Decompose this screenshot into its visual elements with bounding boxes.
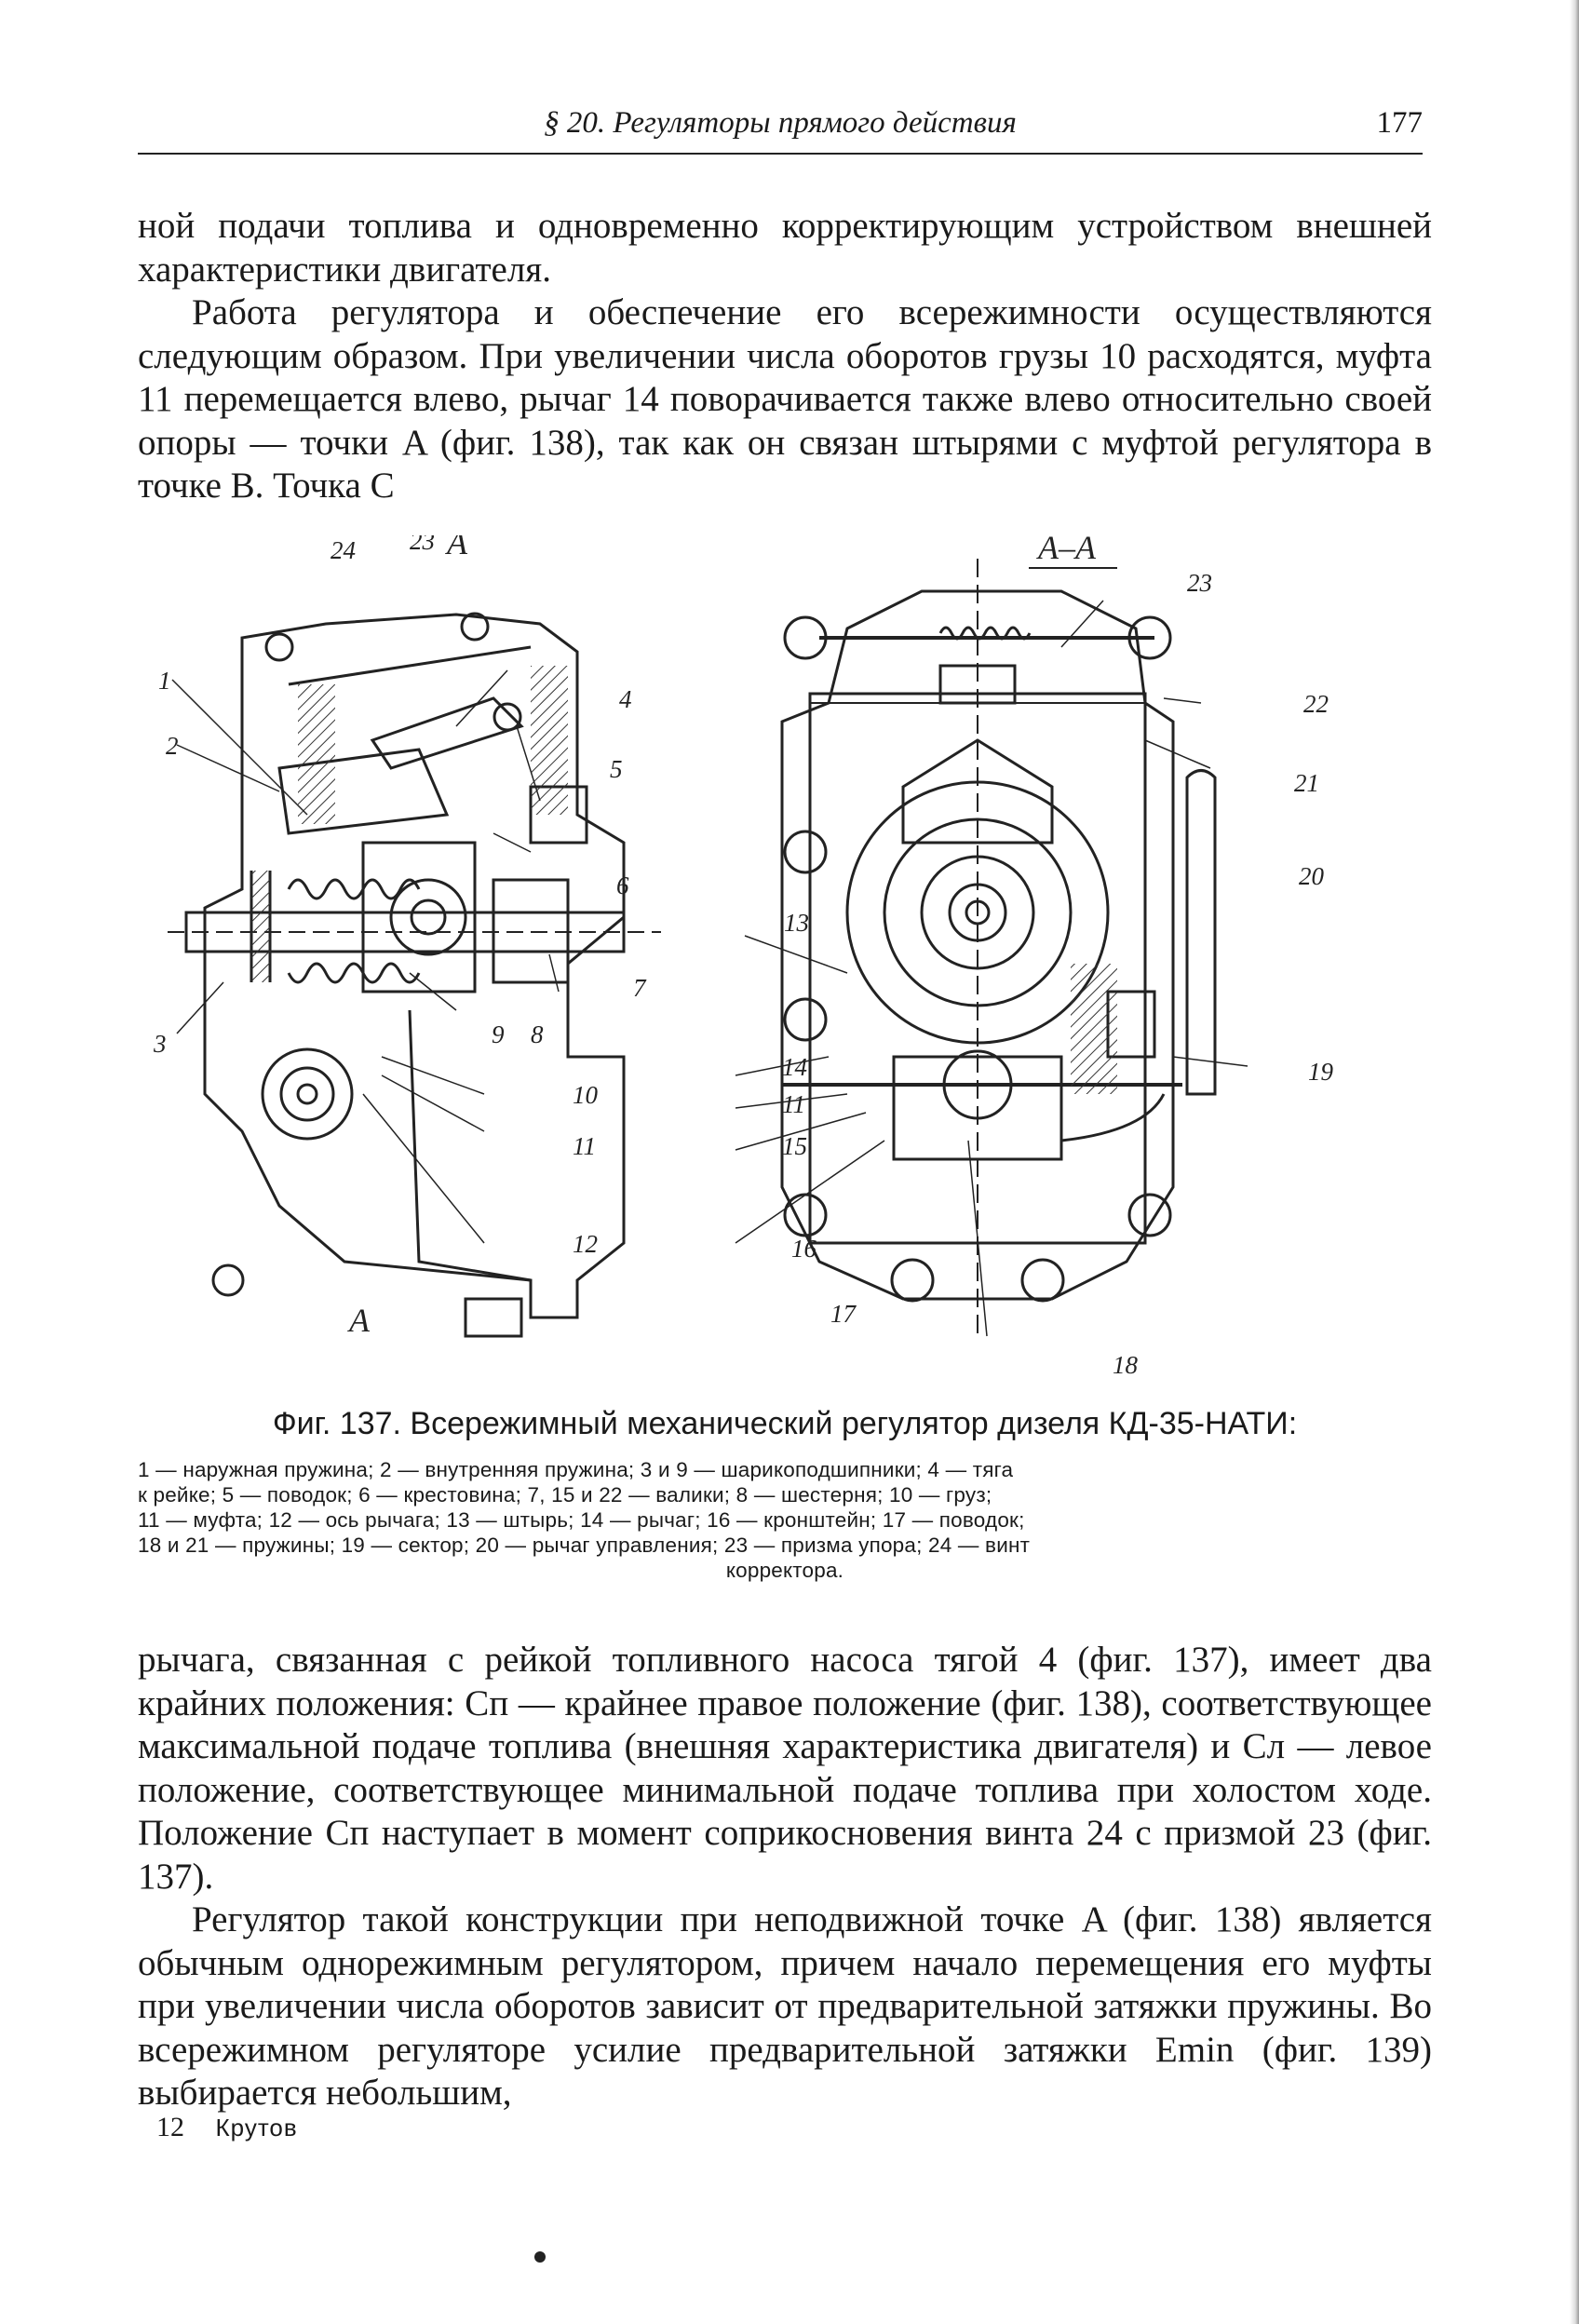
callout-24: 24 — [331, 536, 356, 564]
callout-7: 7 — [633, 974, 647, 1002]
paragraph-lever-positions: рычага, связанная с рейкой топливного на… — [138, 1640, 1432, 1897]
callout-6: 6 — [616, 872, 629, 899]
figure-caption-title: Фиг. 137. Всережимный механический регул… — [272, 1406, 1298, 1441]
callout-11-right: 11 — [782, 1090, 805, 1118]
running-title: § 20. Регуляторы прямого действия — [544, 106, 1017, 140]
callout-18: 18 — [1113, 1351, 1139, 1379]
callout-21: 21 — [1294, 769, 1319, 797]
callout-4: 4 — [619, 685, 632, 713]
callout-3: 3 — [153, 1030, 167, 1058]
callout-12: 12 — [573, 1230, 598, 1258]
print-speck — [534, 2251, 546, 2263]
callout-22: 22 — [1303, 690, 1329, 718]
cut-mark-bottom: А — [347, 1302, 371, 1339]
legend-line: 11 — муфта; 12 — ось рычага; 13 — штырь;… — [138, 1508, 1025, 1532]
callout-13: 13 — [784, 909, 809, 937]
callout-14: 14 — [782, 1053, 807, 1081]
page-header: § 20. Регуляторы прямого действия 177 — [138, 101, 1423, 155]
page-number: 177 — [1376, 106, 1424, 140]
callout-5: 5 — [610, 755, 623, 783]
legend-line: 1 — наружная пружина; 2 — внутренняя пру… — [138, 1458, 1014, 1481]
callout-8: 8 — [531, 1020, 544, 1048]
callout-10: 10 — [573, 1081, 599, 1109]
callout-11-left: 11 — [573, 1132, 596, 1160]
callout-19: 19 — [1308, 1058, 1334, 1086]
section-label: А–А — [1036, 535, 1097, 566]
text-block-top: ной подачи топлива и одновременно коррек… — [138, 205, 1432, 508]
page-edge-shadow — [1570, 0, 1579, 2324]
text-block-bottom: рычага, связанная с рейкой топливного на… — [138, 1639, 1432, 2115]
regulator-cross-section-drawing: 24 23 4 1 5 2 6 7 3 9 8 10 11 12 23 22 2… — [153, 524, 1334, 1379]
callout-1: 1 — [158, 667, 171, 695]
figure-legend: 1 — наружная пружина; 2 — внутренняя пру… — [138, 1457, 1432, 1583]
figure-137-drawing: 24 23 4 1 5 2 6 7 3 9 8 10 11 12 23 22 2… — [140, 524, 1443, 1392]
signature-number: 12 — [156, 2112, 184, 2142]
callout-9: 9 — [492, 1020, 505, 1048]
callout-15: 15 — [782, 1132, 807, 1160]
cut-mark-top: А — [445, 535, 468, 561]
paragraph-single-mode: Регулятор такой конструкции при неподвиж… — [138, 1899, 1432, 2113]
page-footer: 12 Крутов — [156, 2112, 298, 2143]
callout-2: 2 — [166, 732, 179, 760]
callout-23-left: 23 — [410, 535, 435, 555]
legend-line-last: корректора. — [725, 1559, 844, 1582]
callout-16: 16 — [791, 1235, 817, 1263]
callout-23-right: 23 — [1187, 569, 1212, 597]
paragraph-continued: ной подачи топлива и одновременно коррек… — [138, 206, 1432, 290]
callout-17: 17 — [830, 1300, 857, 1328]
legend-line: 18 и 21 — пружины; 19 — сектор; 20 — рыч… — [138, 1534, 1031, 1557]
signature-name: Крутов — [215, 2114, 298, 2142]
callout-20: 20 — [1299, 862, 1325, 890]
legend-line: к рейке; 5 — поводок; 6 — крестовина; 7,… — [138, 1483, 992, 1507]
paragraph-regulator-operation: Работа регулятора и обеспечение его всер… — [138, 292, 1432, 506]
